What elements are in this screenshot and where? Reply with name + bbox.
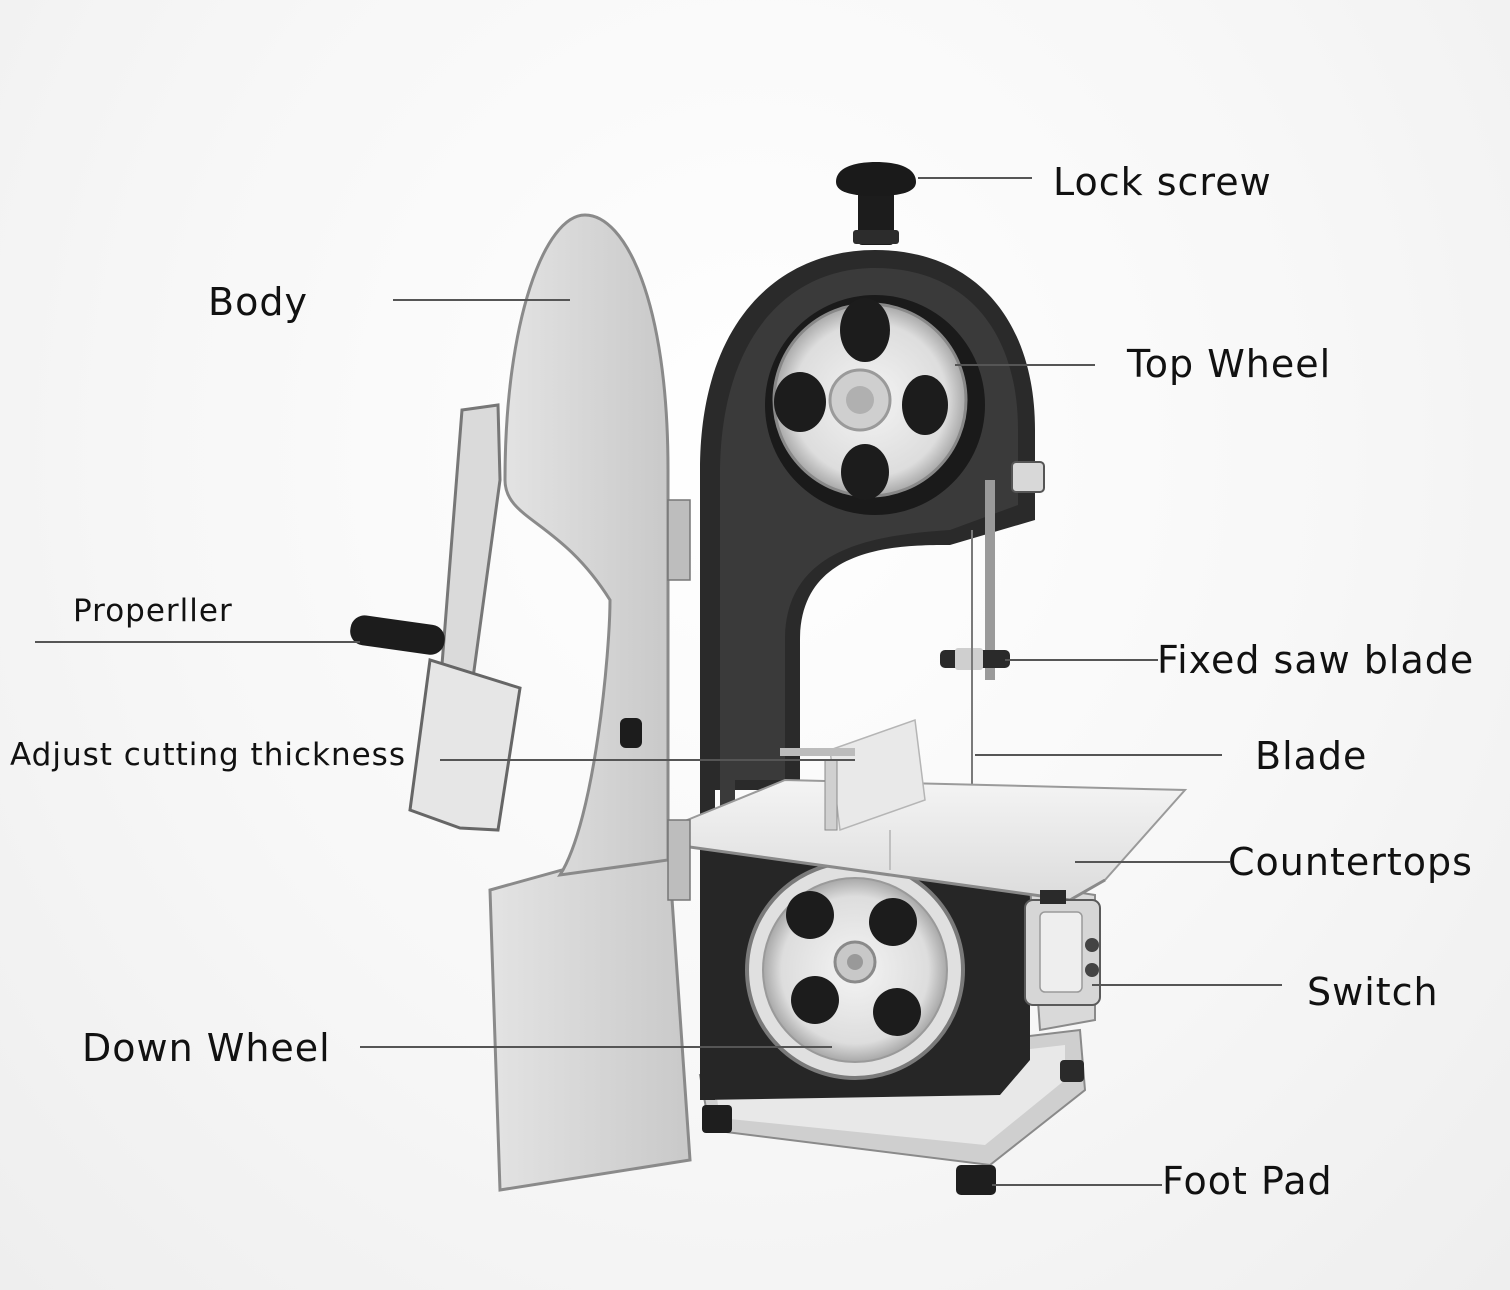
label-switch: Switch — [1307, 970, 1439, 1014]
label-fixed-saw-blade: Fixed saw blade — [1157, 638, 1475, 682]
label-countertops: Countertops — [1228, 840, 1473, 884]
foot-pad — [702, 1105, 732, 1133]
label-body: Body — [208, 280, 308, 324]
label-blade: Blade — [1255, 734, 1368, 778]
label-lock-screw: Lock screw — [1053, 160, 1272, 204]
label-foot-pad: Foot Pad — [1162, 1159, 1333, 1203]
label-top-wheel: Top Wheel — [1127, 342, 1332, 386]
label-down-wheel: Down Wheel — [82, 1026, 331, 1070]
down-wheel — [745, 860, 965, 1080]
switch — [1024, 890, 1101, 1006]
foot-pad — [1060, 1060, 1084, 1082]
properller-arm — [350, 403, 642, 832]
label-adjust-cutting-thickness: Adjust cutting thickness — [10, 737, 406, 773]
leader-lines — [35, 177, 1282, 1186]
foot-pad-group — [702, 1060, 1084, 1195]
label-properller: Properller — [73, 593, 233, 629]
top-wheel — [765, 295, 985, 515]
blade-guide — [940, 461, 1045, 680]
door — [488, 213, 692, 1192]
foot-pad — [956, 1165, 996, 1195]
lock-screw — [836, 162, 916, 245]
